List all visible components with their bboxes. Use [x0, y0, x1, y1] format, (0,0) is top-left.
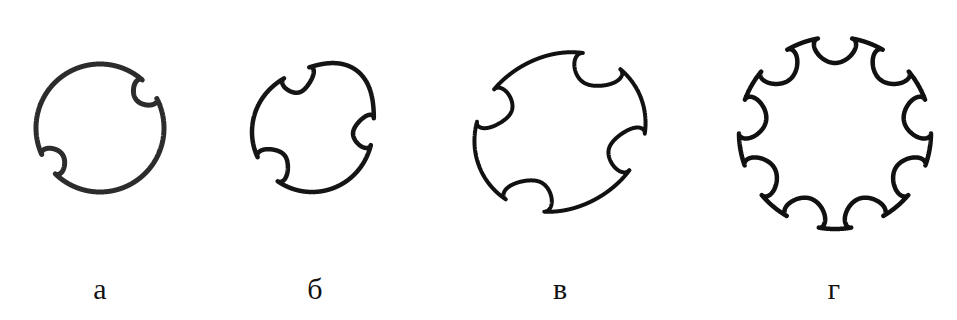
figure-letter: б — [307, 272, 322, 306]
figure-letter: г — [828, 272, 840, 306]
loop-trajectory — [739, 39, 931, 229]
figure-letter: в — [553, 272, 567, 306]
loop-trajectory — [252, 63, 374, 192]
loop-trajectory — [36, 64, 164, 192]
loop-trajectory — [474, 52, 645, 212]
figure-letter: а — [93, 272, 106, 306]
